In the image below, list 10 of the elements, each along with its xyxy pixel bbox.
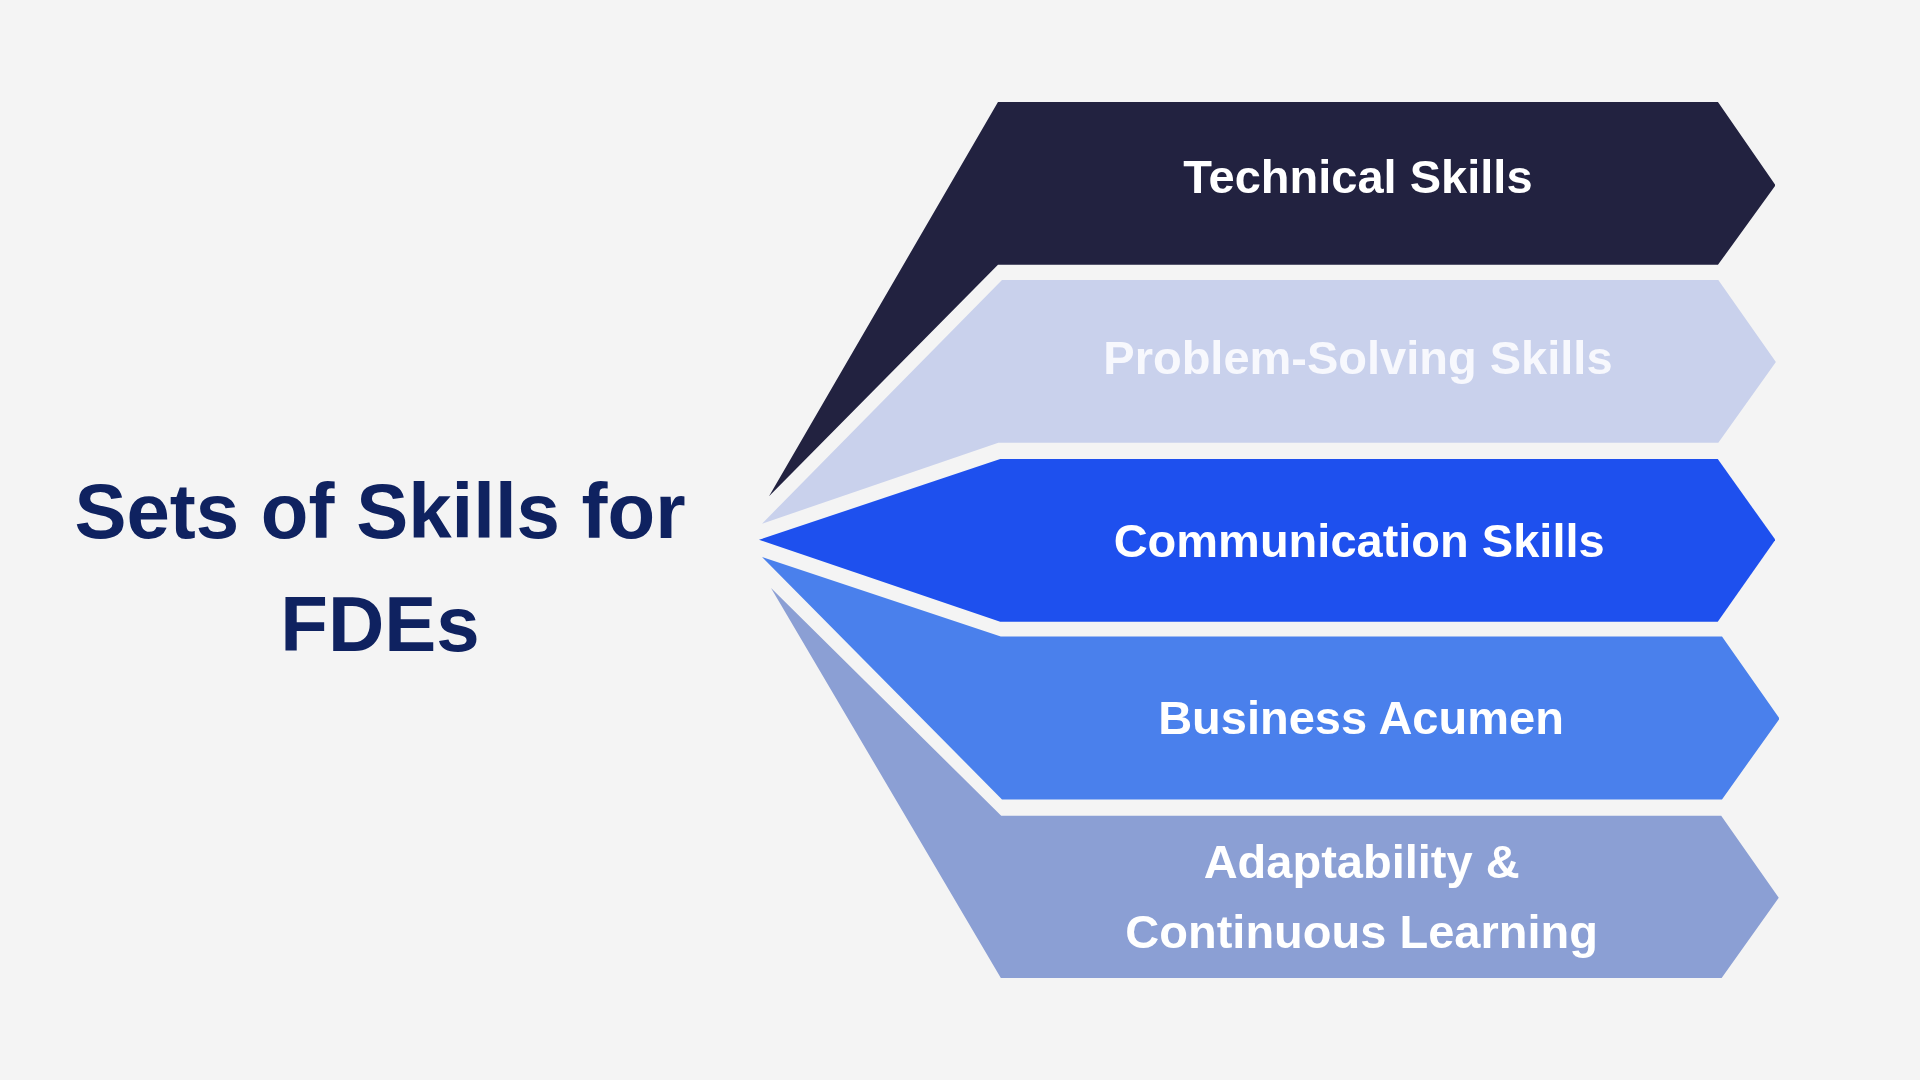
chevron-band bbox=[768, 101, 1776, 496]
band-label: Adaptability & Continuous Learning bbox=[1124, 833, 1599, 960]
chevron-band bbox=[761, 557, 1780, 800]
band-label: Business Acumen bbox=[1158, 690, 1564, 747]
band-label: Technical Skills bbox=[1183, 148, 1533, 205]
chevron-band bbox=[759, 459, 1776, 622]
chevron-band bbox=[771, 587, 1780, 979]
chevron-band bbox=[761, 280, 1776, 525]
band-label: Communication Skills bbox=[1113, 512, 1605, 569]
diagram-title: Sets of Skills for FDEs bbox=[73, 466, 687, 670]
